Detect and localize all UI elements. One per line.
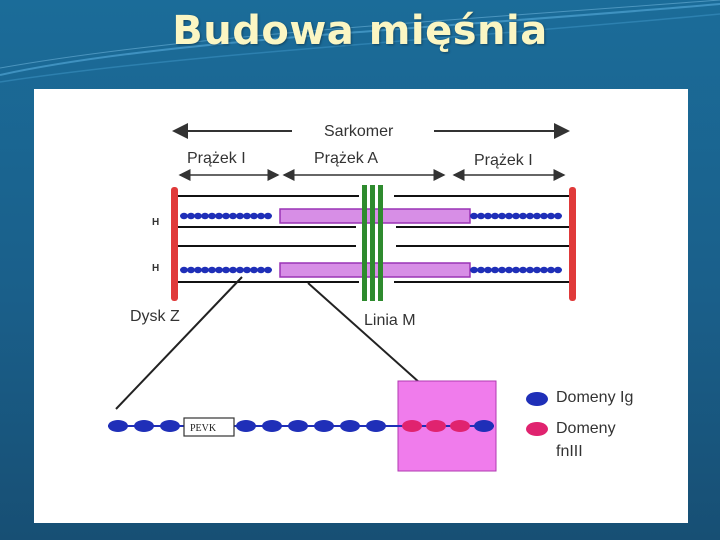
fn3-domain-bead [426, 420, 446, 432]
titin-bead [257, 266, 265, 274]
titin-bead [540, 212, 548, 220]
titin-bead [498, 266, 506, 274]
sarcomere-diagram-svg: Sarkomer Prążek I Prążek A Prążek I [108, 123, 633, 472]
titin-bead [250, 212, 258, 220]
band-i-left-label: Prążek I [187, 150, 246, 167]
titin-bead [201, 212, 209, 220]
titin-bead [194, 212, 202, 220]
pevk-label: PEVK [190, 423, 217, 434]
legend-fn-label-line1: Domeny [556, 420, 616, 437]
z-disc-right [569, 187, 576, 301]
m-line-bar-3 [378, 185, 383, 301]
ig-domain-bead [108, 420, 128, 432]
titin-bead [208, 266, 216, 274]
titin-bead [505, 266, 513, 274]
titin-bead [477, 212, 485, 220]
titin-bead [187, 212, 195, 220]
band-a-label: Prążek A [314, 150, 378, 167]
titin-bead [547, 212, 555, 220]
titin-bead [498, 212, 506, 220]
fn3-domain-bead [402, 420, 422, 432]
sarcomere-label: Sarkomer [324, 123, 394, 140]
titin-bead [491, 212, 499, 220]
ig-domain-bead [474, 420, 494, 432]
titin-bead [229, 266, 237, 274]
titin-bead [484, 266, 492, 274]
titin-bead [512, 266, 520, 274]
titin-beads-lower [180, 266, 562, 274]
legend-ig-swatch [526, 392, 548, 406]
titin-bead [470, 212, 478, 220]
titin-bead [533, 266, 541, 274]
titin-bead [519, 266, 527, 274]
titin-bead [526, 266, 534, 274]
ig-domain-bead [134, 420, 154, 432]
titin-bead [243, 212, 251, 220]
ig-domain-bead [288, 420, 308, 432]
title-swoosh-decoration [0, 0, 720, 83]
titin-bead [264, 212, 272, 220]
titin-bead [554, 212, 562, 220]
ig-domain-bead [262, 420, 282, 432]
titin-bead [208, 212, 216, 220]
titin-bead [201, 266, 209, 274]
titin-bead [187, 266, 195, 274]
titin-bead [512, 212, 520, 220]
titin-bead [243, 266, 251, 274]
band-i-right-label: Prążek I [474, 152, 533, 169]
legend-fn-label-line2: fnIII [556, 443, 583, 460]
titin-bead [250, 266, 258, 274]
z-disc-label: Dysk Z [130, 308, 180, 325]
slide-title: Budowa mięśnia [172, 8, 548, 54]
titin-bead [519, 212, 527, 220]
titin-bead [222, 266, 230, 274]
titin-bead [484, 212, 492, 220]
titin-bead [477, 266, 485, 274]
titin-bead [215, 212, 223, 220]
titin-bead [554, 266, 562, 274]
z-disc-left [171, 187, 178, 301]
ig-domain-bead [160, 420, 180, 432]
titin-chain-expanded [108, 420, 494, 432]
titin-bead [236, 212, 244, 220]
m-line-label: Linia M [364, 312, 416, 329]
titin-bead [257, 212, 265, 220]
ig-domain-bead [236, 420, 256, 432]
ig-domain-bead [314, 420, 334, 432]
zoom-line-left [115, 276, 243, 410]
titin-bead [505, 212, 513, 220]
titin-bead [194, 266, 202, 274]
pevk-box [183, 417, 235, 437]
ig-domain-bead [340, 420, 360, 432]
filament-tag-lower: H [152, 263, 159, 274]
titin-beads-upper [180, 212, 562, 220]
legend-ig-label: Domeny Ig [556, 389, 633, 406]
zoom-line-right [307, 282, 421, 384]
m-line-bar-1 [362, 185, 367, 301]
legend-fn-swatch [526, 422, 548, 436]
fn3-domain-bead [450, 420, 470, 432]
titin-bead [180, 266, 188, 274]
titin-bead [215, 266, 223, 274]
m-line-bar-2 [370, 185, 375, 301]
titin-bead [236, 266, 244, 274]
titin-bead [526, 212, 534, 220]
ig-domain-bead [366, 420, 386, 432]
titin-bead [470, 266, 478, 274]
titin-bead [533, 212, 541, 220]
titin-bead [180, 212, 188, 220]
titin-bead [264, 266, 272, 274]
titin-bead [540, 266, 548, 274]
sarcomere-diagram: Sarkomer Prążek I Prążek A Prążek I [34, 89, 688, 523]
titin-bead [222, 212, 230, 220]
titin-bead [547, 266, 555, 274]
titin-bead [491, 266, 499, 274]
titin-bead [229, 212, 237, 220]
filament-tag-upper: H [152, 217, 159, 228]
